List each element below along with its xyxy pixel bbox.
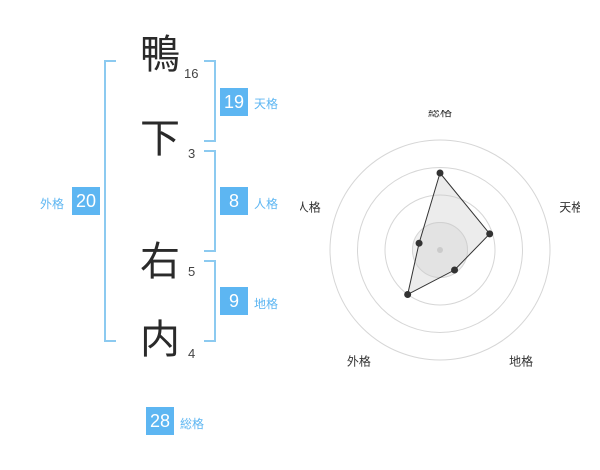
gaikaku-bracket [104, 60, 116, 342]
chikaku-badge: 9 [220, 287, 248, 315]
tenkaku-bracket [204, 60, 216, 142]
radar-ring [357, 167, 523, 333]
chikaku-bracket [204, 260, 216, 342]
radar-point-3 [451, 266, 459, 274]
name-char-1: 鴨 [140, 32, 180, 78]
radar-ring [384, 194, 496, 306]
tenkaku-label: 天格 [254, 97, 279, 111]
radar-axis-label: 人格 [300, 199, 321, 214]
name-char-2: 下 [140, 116, 180, 162]
radar-point-5 [415, 239, 423, 247]
jinkaku-bracket [204, 150, 216, 252]
gaikaku-label: 外格 [40, 197, 65, 211]
jinkaku-badge: 8 [220, 187, 248, 215]
gaikaku-badge: 20 [72, 187, 100, 215]
radar-point-2 [486, 230, 494, 238]
radar-series-area [406, 171, 491, 296]
radar-center-dot [437, 247, 443, 253]
stroke-count-1: 16 [184, 66, 199, 81]
soukaku-badge: 28 [146, 407, 174, 435]
tenkaku-badge: 19 [220, 88, 248, 116]
radar-axis-label: 地格 [509, 354, 533, 369]
stroke-count-4: 4 [188, 346, 196, 361]
radar-axis-label: 総格 [428, 110, 452, 119]
radar-grid [329, 139, 551, 361]
jinkaku-label: 人格 [254, 197, 279, 211]
radar-series [404, 169, 494, 298]
stroke-count-2: 3 [188, 146, 196, 161]
chikaku-label: 地格 [254, 297, 279, 311]
radar-axis-label: 天格 [559, 199, 580, 214]
name-char-3: 右 [140, 239, 180, 285]
stroke-count-3: 5 [188, 264, 196, 279]
radar-ring [329, 139, 551, 361]
soukaku-label: 総格 [180, 417, 205, 431]
radar-point-4 [404, 290, 412, 298]
name-char-4: 内 [140, 317, 180, 363]
radar-axis-label: 外格 [347, 354, 371, 369]
radar-point-1 [436, 169, 444, 177]
